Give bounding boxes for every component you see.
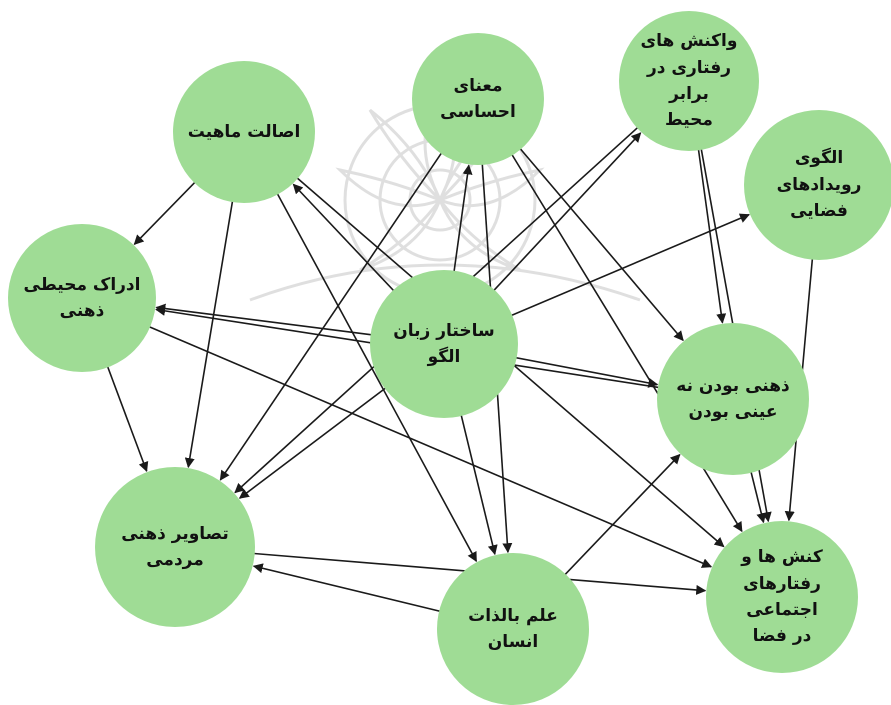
edge-n6-to-n4: [501, 213, 750, 321]
node-label: علم بالذات انسان: [468, 605, 558, 652]
node-label: ادراک محیطی ذهنی: [23, 274, 141, 321]
node-edrak-mohiti: ادراک محیطی ذهنی: [8, 224, 156, 372]
edge-n6-to-n7: [505, 354, 659, 388]
node-sakhtar-zaban-olgoo: ساختار زبان الگو: [370, 270, 518, 418]
edge-n9-to-n8: [252, 563, 451, 615]
edge-n6-to-n2: [451, 164, 473, 282]
edge-n6-to-n3: [486, 132, 642, 299]
edge-n2-to-n8: [219, 145, 448, 481]
edge-n6-to-n1: [292, 183, 402, 299]
node-label: الگوی رویدادهای فضایی: [776, 148, 862, 222]
edge-n1-to-n5: [133, 174, 203, 246]
node-elm-bezzat-ensan: علم بالذات انسان: [437, 553, 589, 705]
node-label: معنای احساسی: [440, 75, 516, 122]
node-tasavir-zehni: تصاویر ذهنی مردمی: [95, 467, 255, 627]
node-asalat-mahiyat: اصالت ماهیت: [173, 61, 315, 203]
edge-n6-to-n9: [458, 404, 498, 556]
node-manaye-ehsasi: معنای احساسی: [412, 33, 544, 165]
node-label: کنش ها و رفتارهای اجتماعی در فضا: [741, 547, 823, 647]
node-vakonesh-raftari: واکنش های رفتاری در برابر محیط: [619, 11, 759, 151]
edge-n5-to-n10: [139, 321, 713, 568]
edge-n1-to-n9: [272, 184, 478, 563]
node-label: ذهنی بودن نه عینی بودن: [676, 375, 790, 422]
node-zehni-boodan: ذهنی بودن نه عینی بودن: [657, 323, 809, 475]
node-label: اصالت ماهیت: [187, 121, 301, 142]
node-konesh-raftar: کنش ها و رفتارهای اجتماعی در فضا: [706, 521, 858, 673]
node-label: واکنش های رفتاری در برابر محیط: [640, 31, 738, 131]
node-label: ساختار زبان الگو: [393, 320, 495, 367]
edge-n9-to-n7: [557, 453, 681, 583]
edge-n5-to-n8: [103, 356, 149, 473]
node-label: تصاویر ذهنی مردمی: [121, 523, 229, 570]
edge-n2-to-n7: [513, 141, 684, 342]
edge-n1-to-n8: [184, 191, 235, 469]
edge-n6-to-n5: [155, 303, 382, 337]
edge-n6-to-n8: [238, 381, 395, 499]
node-olgooye-roydadha: الگوی رویدادهای فضایی: [744, 110, 891, 260]
